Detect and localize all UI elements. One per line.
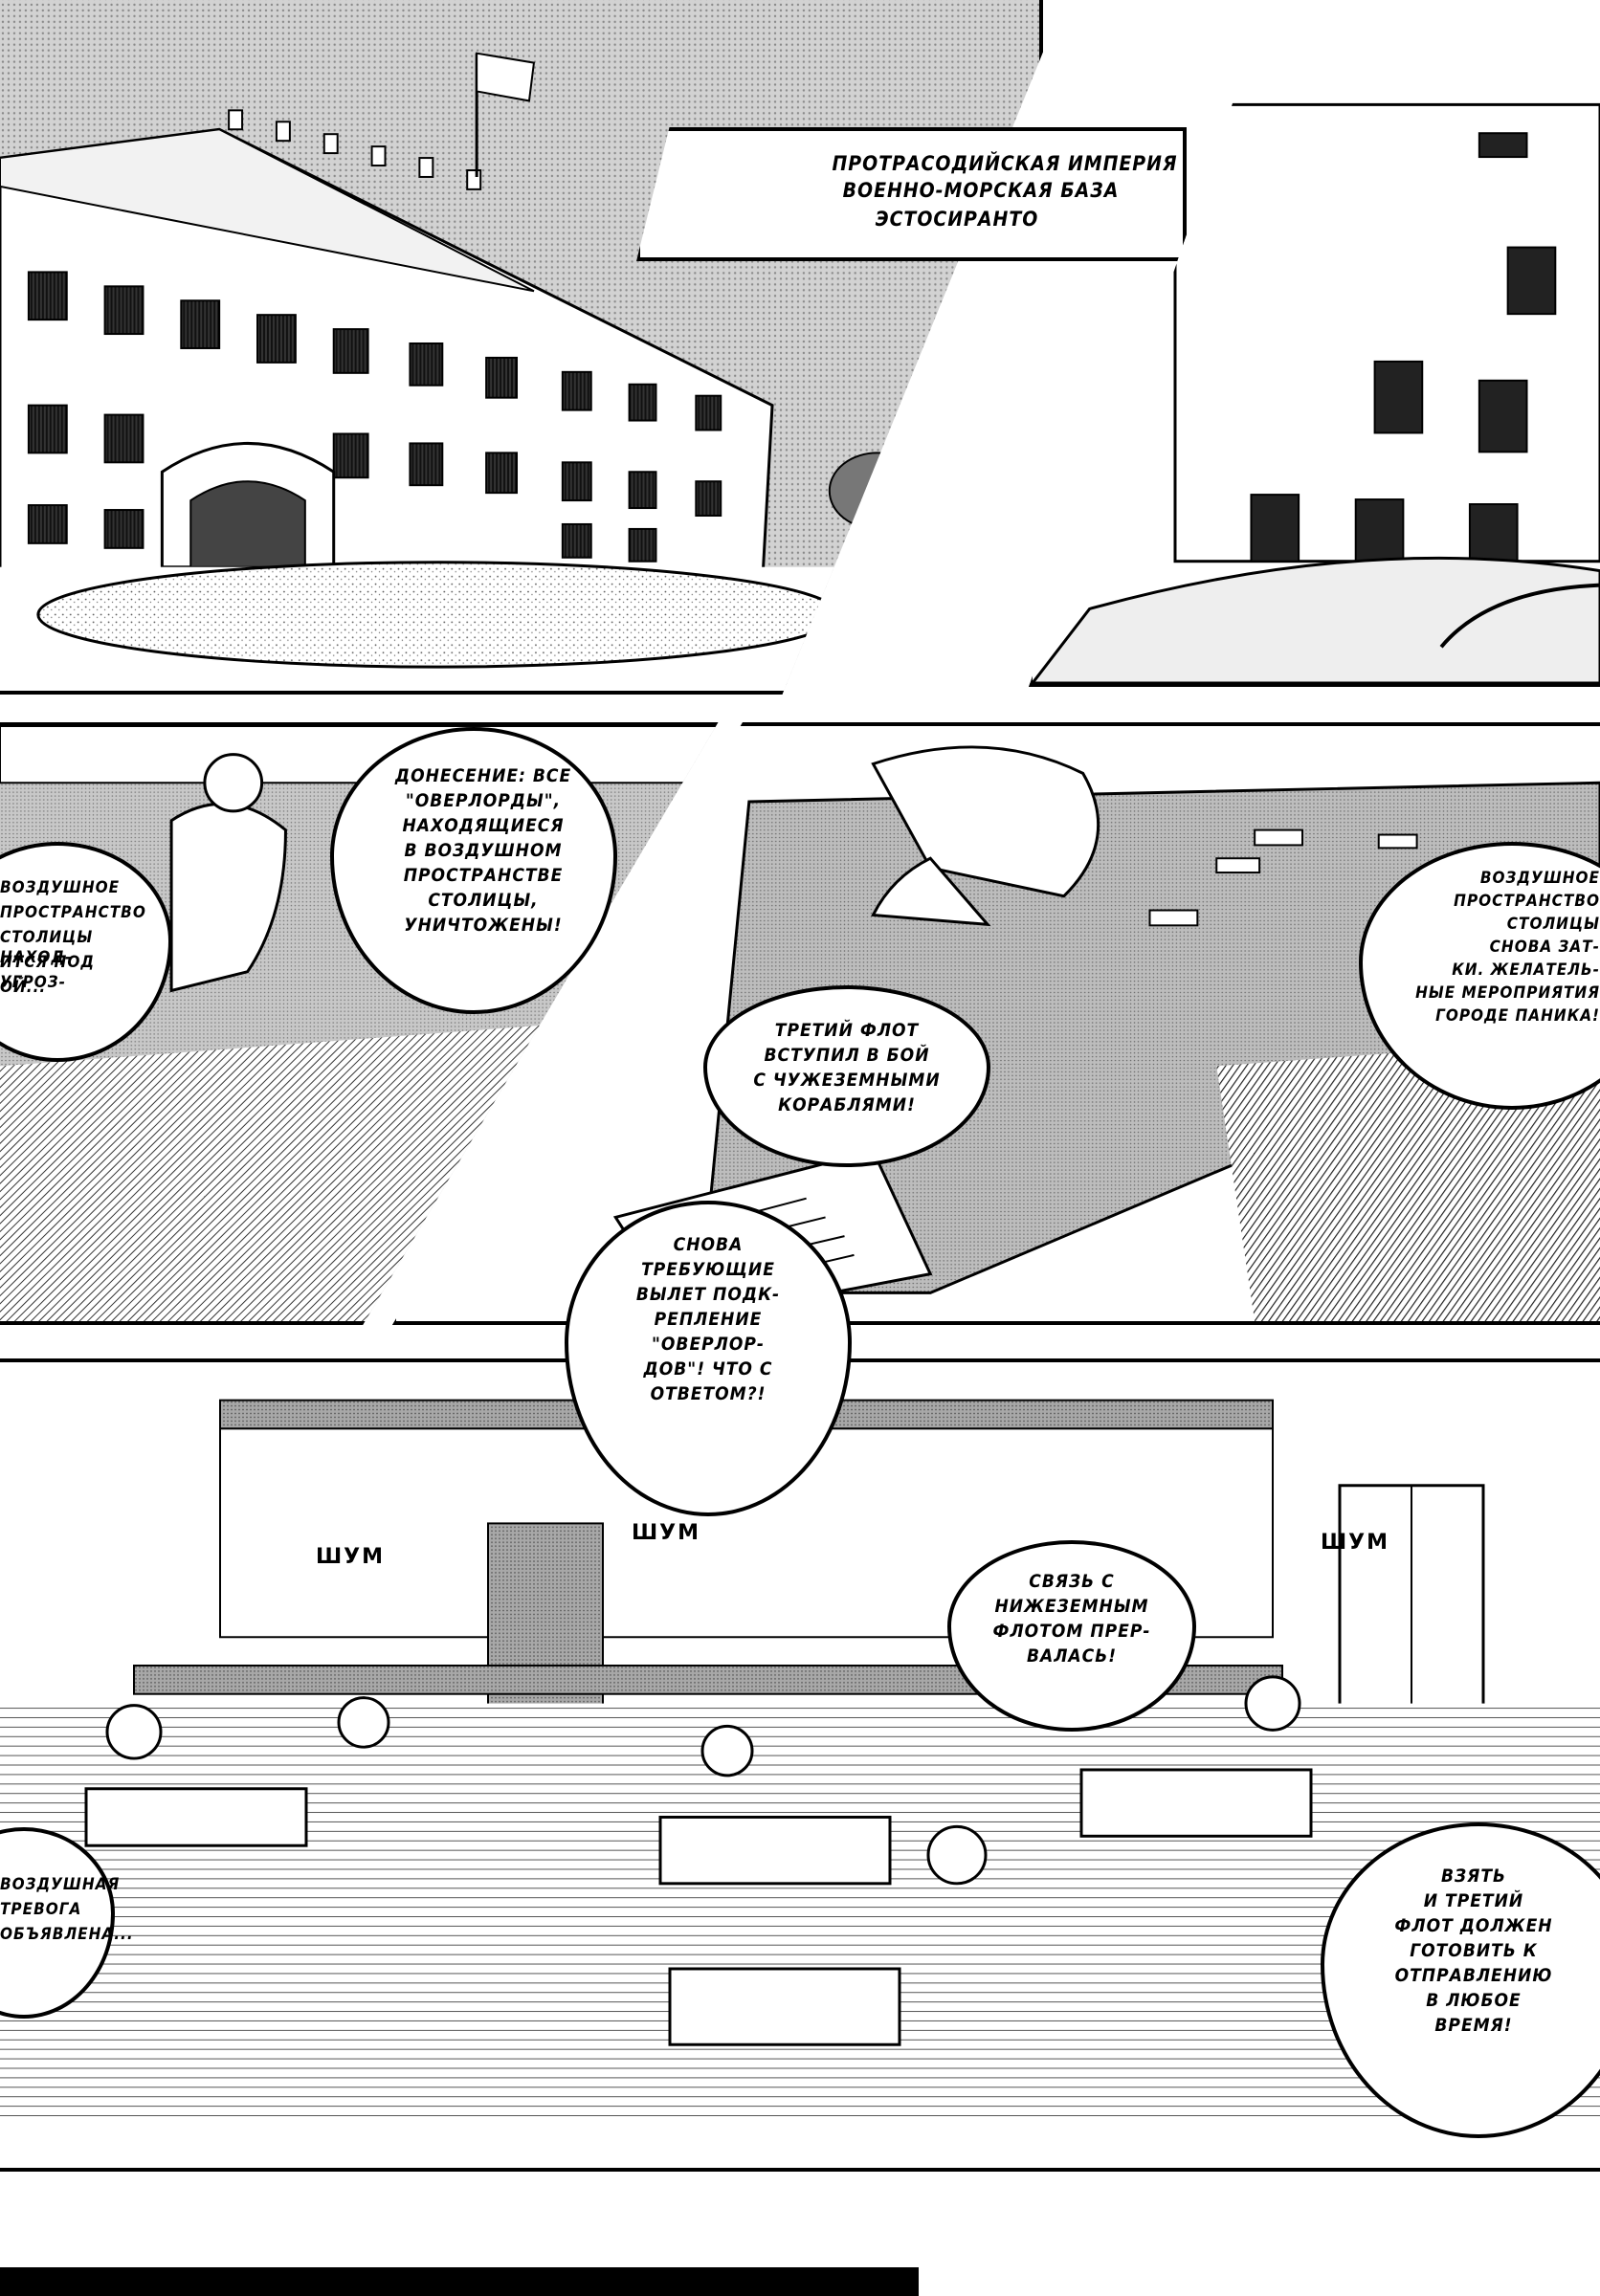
caption-line-base: ВОЕННО-МОРСКАЯ БАЗА: [842, 179, 1120, 202]
speech-connection-line-3: ФЛОТОМ ПРЕР-: [992, 1621, 1151, 1642]
speech-ready-line-1: ВЗЯТЬ: [1440, 1866, 1507, 1887]
speech-reinforce-line-5: "ОВЕРЛОР-: [651, 1334, 765, 1355]
speech-connection-line-1: СВЯЗЬ С: [1029, 1571, 1115, 1592]
speech-alarm-line-1: ВОЗДУШНАЯ: [0, 1875, 121, 1894]
speech-alarm-line-2: ТРЕВОГА: [0, 1900, 82, 1919]
speech-left-line-3: СТОЛИЦЫ НАХОД-: [0, 928, 94, 968]
speech-report-line-1: ДОНЕСЕНИЕ: ВСЕ: [394, 765, 572, 786]
speech-reinforce-line-4: РЕПЛЕНИЕ: [654, 1309, 763, 1330]
naval-base-illustration: [0, 0, 1039, 691]
speech-bubble-third-fleet: [703, 985, 990, 1167]
speech-connection-line-2: НИЖЕЗЕМНЫМ: [994, 1596, 1149, 1617]
speech-left-line-1: ВОЗДУШНОЕ: [0, 878, 121, 897]
building-closeup-illustration: [1033, 0, 1600, 683]
caption-line-name: ЭСТОСИРАНТО: [875, 208, 1039, 231]
speech-left-line-4: ИТСЯ ПОД УГРОЗ-: [0, 953, 95, 993]
page-bottom-band: [0, 2267, 919, 2296]
speech-report-line-2: "ОВЕРЛОРДЫ",: [405, 790, 562, 811]
speech-bubble-connection: [947, 1540, 1196, 1732]
speech-report-line-4: В ВОЗДУШНОМ: [404, 840, 563, 861]
speech-ready-line-2: И ТРЕТИЙ: [1423, 1890, 1524, 1911]
panel-naval-base: [0, 0, 1043, 695]
speech-reinforce-line-1: СНОВА: [673, 1234, 744, 1255]
speech-fleet-line-2: ВСТУПИЛ В БОЙ: [764, 1045, 930, 1066]
speech-report-line-6: СТОЛИЦЫ,: [428, 890, 539, 911]
speech-right-line-5: КИ. ЖЕЛАТЕЛЬ-: [1452, 960, 1600, 980]
speech-alarm-line-3: ОБЪЯВЛЕНА...: [0, 1925, 134, 1944]
speech-bubble-report: [330, 727, 617, 1014]
speech-fleet-line-4: КОРАБЛЯМИ!: [778, 1094, 916, 1115]
sfx-noise-center: ШУМ: [632, 1521, 701, 1545]
speech-left-line-2: ПРОСТРАНСТВО: [0, 903, 146, 922]
sfx-noise-right: ШУМ: [1321, 1531, 1390, 1555]
caption-line-empire: ПРОТРАСОДИЙСКАЯ ИМПЕРИЯ: [832, 152, 1178, 175]
speech-bubble-reinforce: [565, 1201, 852, 1516]
speech-left-line-5: ОЙ...: [0, 978, 47, 997]
speech-reinforce-line-6: ДОВ"! ЧТО С: [643, 1358, 773, 1380]
speech-ready-line-6: В ЛЮБОЕ: [1426, 1990, 1522, 2011]
speech-ready-line-4: ГОТОВИТЬ К: [1410, 1940, 1538, 1961]
speech-report-line-7: УНИЧТОЖЕНЫ!: [404, 915, 563, 936]
speech-connection-line-4: ВАЛАСЬ!: [1026, 1645, 1118, 1667]
speech-fleet-line-1: ТРЕТИЙ ФЛОТ: [774, 1020, 920, 1041]
speech-ready-line-5: ОТПРАВЛЕНИЮ: [1394, 1965, 1553, 1986]
speech-fleet-line-3: С ЧУЖЕЗЕМНЫМИ: [753, 1070, 941, 1091]
speech-right-line-1: ВОЗДУШНОЕ: [1479, 869, 1600, 888]
speech-reinforce-line-2: ТРЕБУЮЩИЕ: [641, 1259, 775, 1280]
panel-building-closeup: [1029, 0, 1600, 687]
sfx-noise-left: ШУМ: [316, 1545, 386, 1569]
speech-ready-line-7: ВРЕМЯ!: [1434, 2015, 1513, 2036]
speech-report-line-5: ПРОСТРАНСТВЕ: [403, 865, 564, 886]
speech-right-line-6: НЫЕ МЕРОПРИЯТИЯ: [1415, 983, 1600, 1003]
speech-reinforce-line-3: ВЫЛЕТ ПОДК-: [635, 1284, 781, 1305]
speech-right-line-2: ПРОСТРАНСТВО: [1454, 892, 1600, 911]
speech-report-line-3: НАХОДЯЩИЕСЯ: [402, 815, 565, 836]
speech-reinforce-line-7: ОТВЕТОМ?!: [650, 1383, 767, 1404]
caption-location: [636, 127, 1187, 261]
speech-right-line-3: СТОЛИЦЫ: [1506, 915, 1600, 934]
speech-right-line-4: СНОВА ЗАТ-: [1489, 938, 1600, 957]
speech-bubble-ready: [1321, 1822, 1600, 2138]
speech-ready-line-3: ФЛОТ ДОЛЖЕН: [1394, 1915, 1553, 1936]
speech-right-line-7: ГОРОДЕ ПАНИКА!: [1435, 1006, 1600, 1026]
